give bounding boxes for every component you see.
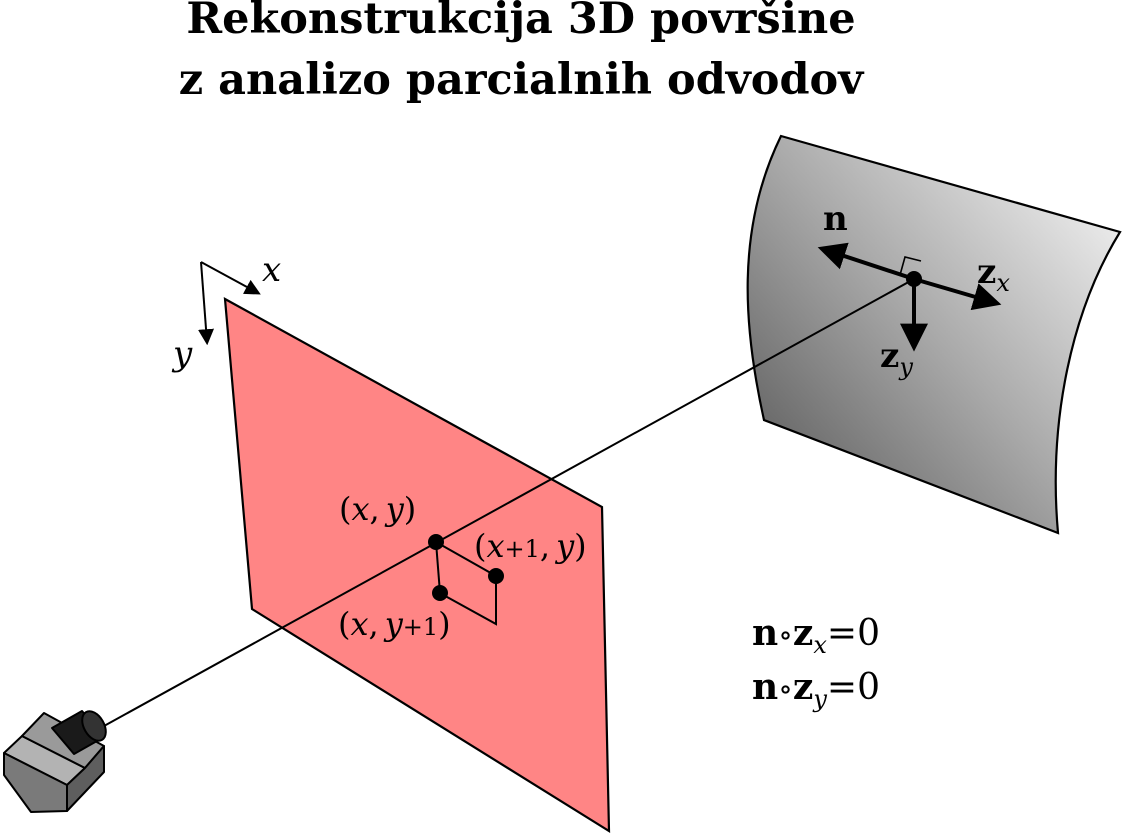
camera-lens-front <box>81 710 107 742</box>
equation-zy: n∘zy=0 <box>752 666 880 713</box>
neighbour-link-down <box>435 541 441 594</box>
image-plane <box>223 297 611 834</box>
neighbour-link-right <box>435 541 497 626</box>
y-axis-label: y <box>171 334 193 374</box>
pixel-point-x1y <box>488 568 504 584</box>
label-point-x1y: (x+1,y) <box>474 527 587 565</box>
x-axis-label: x <box>262 250 281 290</box>
pixel-neighbourhood: (x,y) (x+1,y) (x,y+1) <box>338 490 587 643</box>
pixel-point-xy1 <box>432 585 448 601</box>
normal-arrow <box>817 242 915 281</box>
label-point-xy: (x,y) <box>339 490 416 528</box>
camera-body-front <box>3 752 68 813</box>
title-line-2: z analizo parcialnih odvodov <box>179 55 865 105</box>
zx-label: zx <box>977 252 1010 297</box>
x-axis-arrow <box>200 261 261 295</box>
y-axis-arrow <box>198 261 215 346</box>
label-point-xy1: (x,y+1) <box>338 605 451 643</box>
right-angle-mark <box>899 256 922 276</box>
image-axes: x y <box>171 250 281 374</box>
surface-vectors: n zx zy <box>817 199 1010 381</box>
camera-icon <box>3 710 107 813</box>
normal-label: n <box>823 199 848 239</box>
zy-label: zy <box>880 336 913 381</box>
camera-body-right <box>66 745 105 812</box>
camera-ray <box>103 278 915 727</box>
surface-patch <box>746 134 1122 535</box>
equation-zx: n∘zx=0 <box>752 612 880 659</box>
surface-point <box>906 271 922 287</box>
orthogonality-equations: n∘zx=0 n∘zy=0 <box>752 612 880 713</box>
pixel-point-xy <box>428 534 444 550</box>
zx-arrow <box>913 277 1002 311</box>
title-line-1: Rekonstrukcija 3D površine <box>186 0 855 44</box>
